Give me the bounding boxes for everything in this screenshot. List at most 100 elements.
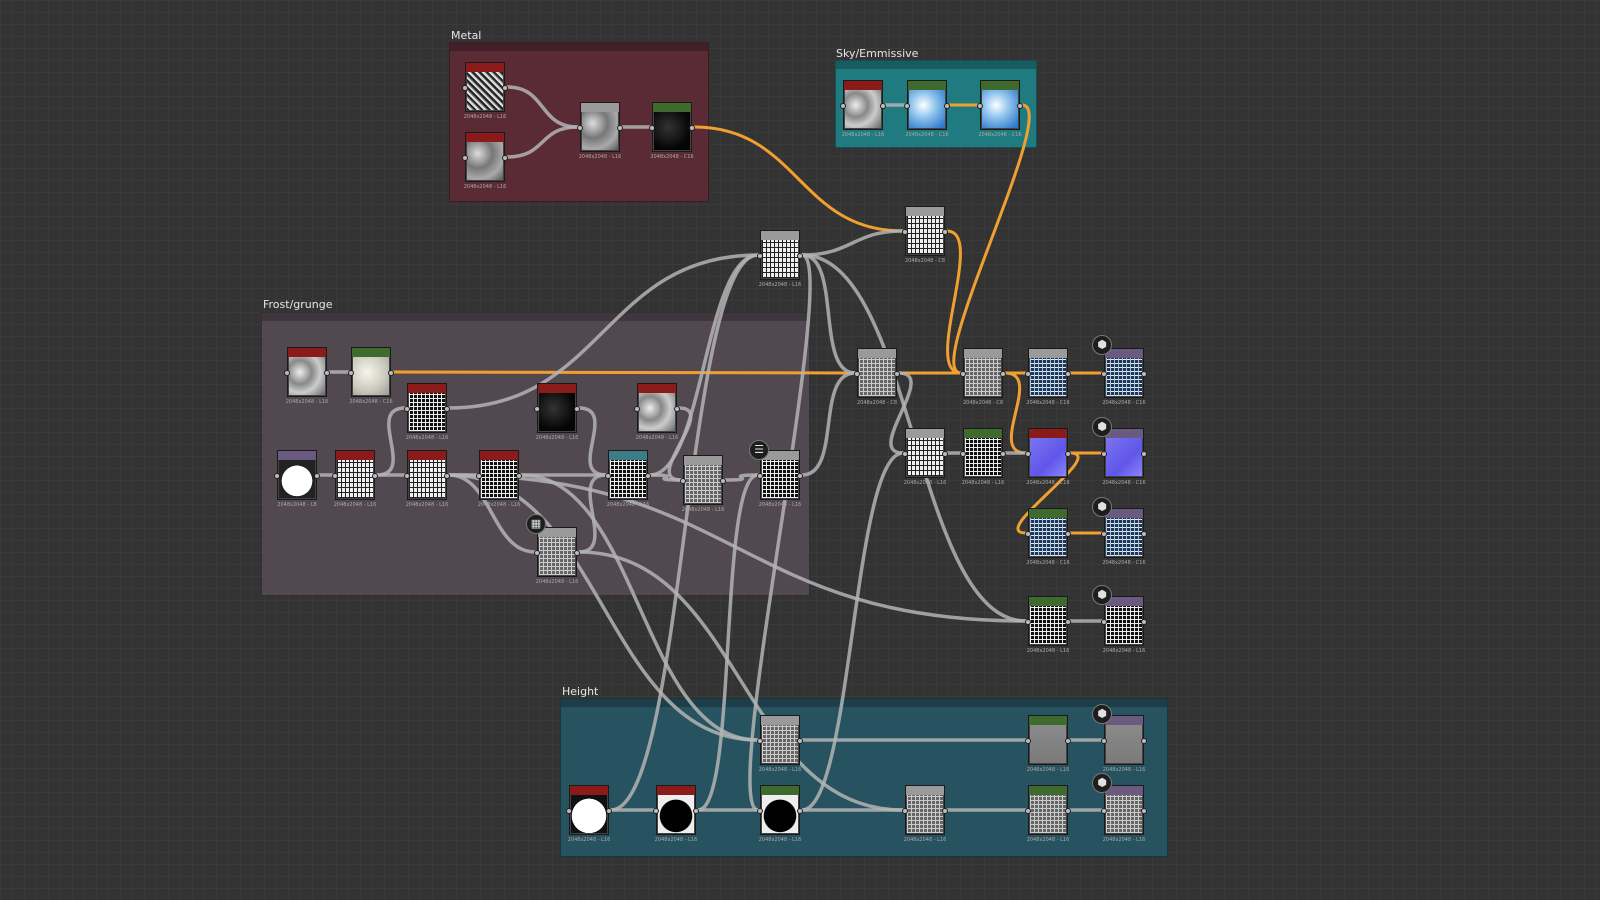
input-port[interactable]: [274, 473, 280, 479]
graph-node-h7[interactable]: [1101, 715, 1147, 765]
input-port[interactable]: [634, 406, 640, 412]
frame-header-bar[interactable]: [836, 61, 1036, 69]
graph-node-r4[interactable]: [1101, 428, 1147, 478]
graph-node-h1[interactable]: [757, 715, 803, 765]
output-port[interactable]: [516, 473, 522, 479]
graph-node-h5[interactable]: [902, 785, 948, 835]
output-port[interactable]: [388, 370, 394, 376]
output-port[interactable]: [797, 738, 803, 744]
input-port[interactable]: [902, 808, 908, 814]
output-port[interactable]: [674, 406, 680, 412]
cube-icon[interactable]: ⬢: [1092, 585, 1112, 605]
graph-node-s3[interactable]: [977, 80, 1023, 130]
input-port[interactable]: [476, 473, 482, 479]
cube-icon[interactable]: ⬢: [1092, 335, 1112, 355]
graph-node-c2[interactable]: [902, 206, 948, 256]
output-port[interactable]: [1000, 451, 1006, 457]
graph-node-r3[interactable]: [1025, 428, 1071, 478]
input-port[interactable]: [1101, 531, 1107, 537]
output-port[interactable]: [502, 85, 508, 91]
graph-node-f8[interactable]: [404, 450, 450, 500]
input-port[interactable]: [1101, 451, 1107, 457]
output-port[interactable]: [797, 808, 803, 814]
graph-node-f9[interactable]: [476, 450, 522, 500]
cube-icon[interactable]: ⬢: [1092, 497, 1112, 517]
output-port[interactable]: [942, 808, 948, 814]
input-port[interactable]: [757, 253, 763, 259]
graph-node-h3[interactable]: [653, 785, 699, 835]
graph-node-r7[interactable]: [1025, 596, 1071, 646]
output-port[interactable]: [444, 406, 450, 412]
cube-icon[interactable]: ⬢: [1092, 704, 1112, 724]
graph-node-r8[interactable]: [1101, 596, 1147, 646]
input-port[interactable]: [680, 478, 686, 484]
output-port[interactable]: [894, 371, 900, 377]
input-port[interactable]: [332, 473, 338, 479]
graph-node-h4[interactable]: [757, 785, 803, 835]
graph-node-m4[interactable]: [649, 102, 695, 152]
output-port[interactable]: [942, 229, 948, 235]
input-port[interactable]: [757, 808, 763, 814]
output-port[interactable]: [314, 473, 320, 479]
graph-node-h2[interactable]: [566, 785, 612, 835]
output-port[interactable]: [1065, 531, 1071, 537]
output-port[interactable]: [617, 125, 623, 131]
graph-node-r5[interactable]: [1025, 508, 1071, 558]
graph-node-c5[interactable]: [902, 428, 948, 478]
input-port[interactable]: [577, 125, 583, 131]
output-port[interactable]: [1000, 371, 1006, 377]
output-port[interactable]: [1017, 103, 1023, 109]
output-port[interactable]: [942, 451, 948, 457]
input-port[interactable]: [904, 103, 910, 109]
output-port[interactable]: [1141, 371, 1147, 377]
input-port[interactable]: [854, 371, 860, 377]
graph-node-f2[interactable]: [348, 347, 394, 397]
output-port[interactable]: [1141, 738, 1147, 744]
graph-node-h9[interactable]: [1101, 785, 1147, 835]
cube-icon[interactable]: ⬢: [1092, 773, 1112, 793]
input-port[interactable]: [566, 808, 572, 814]
input-port[interactable]: [960, 451, 966, 457]
output-port[interactable]: [372, 473, 378, 479]
output-port[interactable]: [1065, 371, 1071, 377]
input-port[interactable]: [1101, 808, 1107, 814]
input-port[interactable]: [960, 371, 966, 377]
graph-node-f4[interactable]: [534, 383, 580, 433]
graph-node-f6[interactable]: [274, 450, 320, 500]
input-port[interactable]: [977, 103, 983, 109]
input-port[interactable]: [653, 808, 659, 814]
output-port[interactable]: [502, 155, 508, 161]
input-port[interactable]: [534, 550, 540, 556]
output-port[interactable]: [1065, 619, 1071, 625]
output-port[interactable]: [944, 103, 950, 109]
input-port[interactable]: [1025, 531, 1031, 537]
graph-node-f1[interactable]: [284, 347, 330, 397]
output-port[interactable]: [444, 473, 450, 479]
graph-node-r2[interactable]: [1101, 348, 1147, 398]
graph-node-f11[interactable]: [680, 455, 726, 505]
output-port[interactable]: [606, 808, 612, 814]
input-port[interactable]: [404, 473, 410, 479]
graph-node-c1[interactable]: [757, 230, 803, 280]
document-icon[interactable]: ☰: [749, 440, 769, 460]
input-port[interactable]: [1025, 371, 1031, 377]
graph-node-c4[interactable]: [960, 348, 1006, 398]
graph-node-s1[interactable]: [840, 80, 886, 130]
graph-node-f3[interactable]: [404, 383, 450, 433]
input-port[interactable]: [840, 103, 846, 109]
frame-header-bar[interactable]: [450, 43, 708, 51]
input-port[interactable]: [404, 406, 410, 412]
output-port[interactable]: [797, 253, 803, 259]
input-port[interactable]: [348, 370, 354, 376]
output-port[interactable]: [797, 473, 803, 479]
graph-node-h8[interactable]: [1025, 785, 1071, 835]
output-port[interactable]: [645, 473, 651, 479]
input-port[interactable]: [462, 85, 468, 91]
graph-node-f7[interactable]: [332, 450, 378, 500]
output-port[interactable]: [1141, 451, 1147, 457]
frame-header-bar[interactable]: [262, 313, 809, 321]
output-port[interactable]: [324, 370, 330, 376]
input-port[interactable]: [757, 473, 763, 479]
cube-icon[interactable]: ⬢: [1092, 417, 1112, 437]
graph-node-c3[interactable]: [854, 348, 900, 398]
